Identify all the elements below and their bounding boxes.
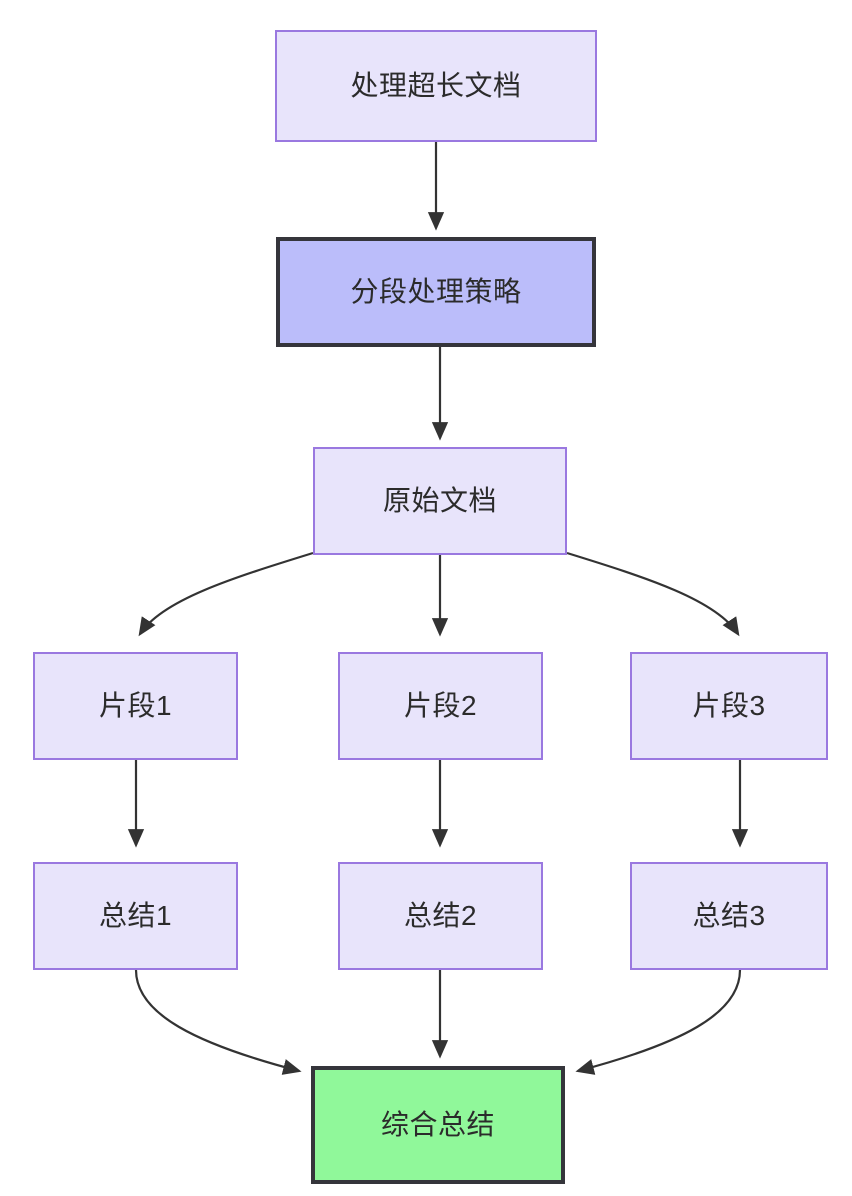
node-chunk-3-label: 片段3	[692, 690, 766, 722]
node-summary-1-label: 总结1	[98, 900, 173, 932]
node-chunk-1[interactable]: 片段1	[33, 652, 238, 760]
node-chunk-2[interactable]: 片段2	[338, 652, 543, 760]
edge-summary3-to-final	[575, 969, 742, 1075]
node-source-document[interactable]: 原始文档	[313, 447, 567, 555]
edge-source-to-chunk1	[138, 551, 314, 637]
edge-summary1-to-final	[134, 969, 302, 1075]
node-strategy[interactable]: 分段处理策略	[276, 237, 596, 347]
edge-source-to-chunk3	[566, 551, 740, 637]
node-start[interactable]: 处理超长文档	[275, 30, 597, 142]
node-strategy-label: 分段处理策略	[350, 276, 522, 308]
node-chunk-3[interactable]: 片段3	[630, 652, 828, 760]
node-summary-2[interactable]: 总结2	[338, 862, 543, 970]
node-summary-3[interactable]: 总结3	[630, 862, 828, 970]
node-final-summary[interactable]: 综合总结	[311, 1066, 565, 1184]
node-summary-3-label: 总结3	[692, 900, 766, 932]
node-summary-1[interactable]: 总结1	[33, 862, 238, 970]
node-source-document-label: 原始文档	[382, 485, 497, 517]
node-chunk-2-label: 片段2	[403, 690, 478, 722]
node-chunk-1-label: 片段1	[98, 690, 173, 722]
node-final-summary-label: 综合总结	[380, 1109, 495, 1141]
node-summary-2-label: 总结2	[403, 900, 478, 932]
node-start-label: 处理超长文档	[350, 70, 522, 102]
